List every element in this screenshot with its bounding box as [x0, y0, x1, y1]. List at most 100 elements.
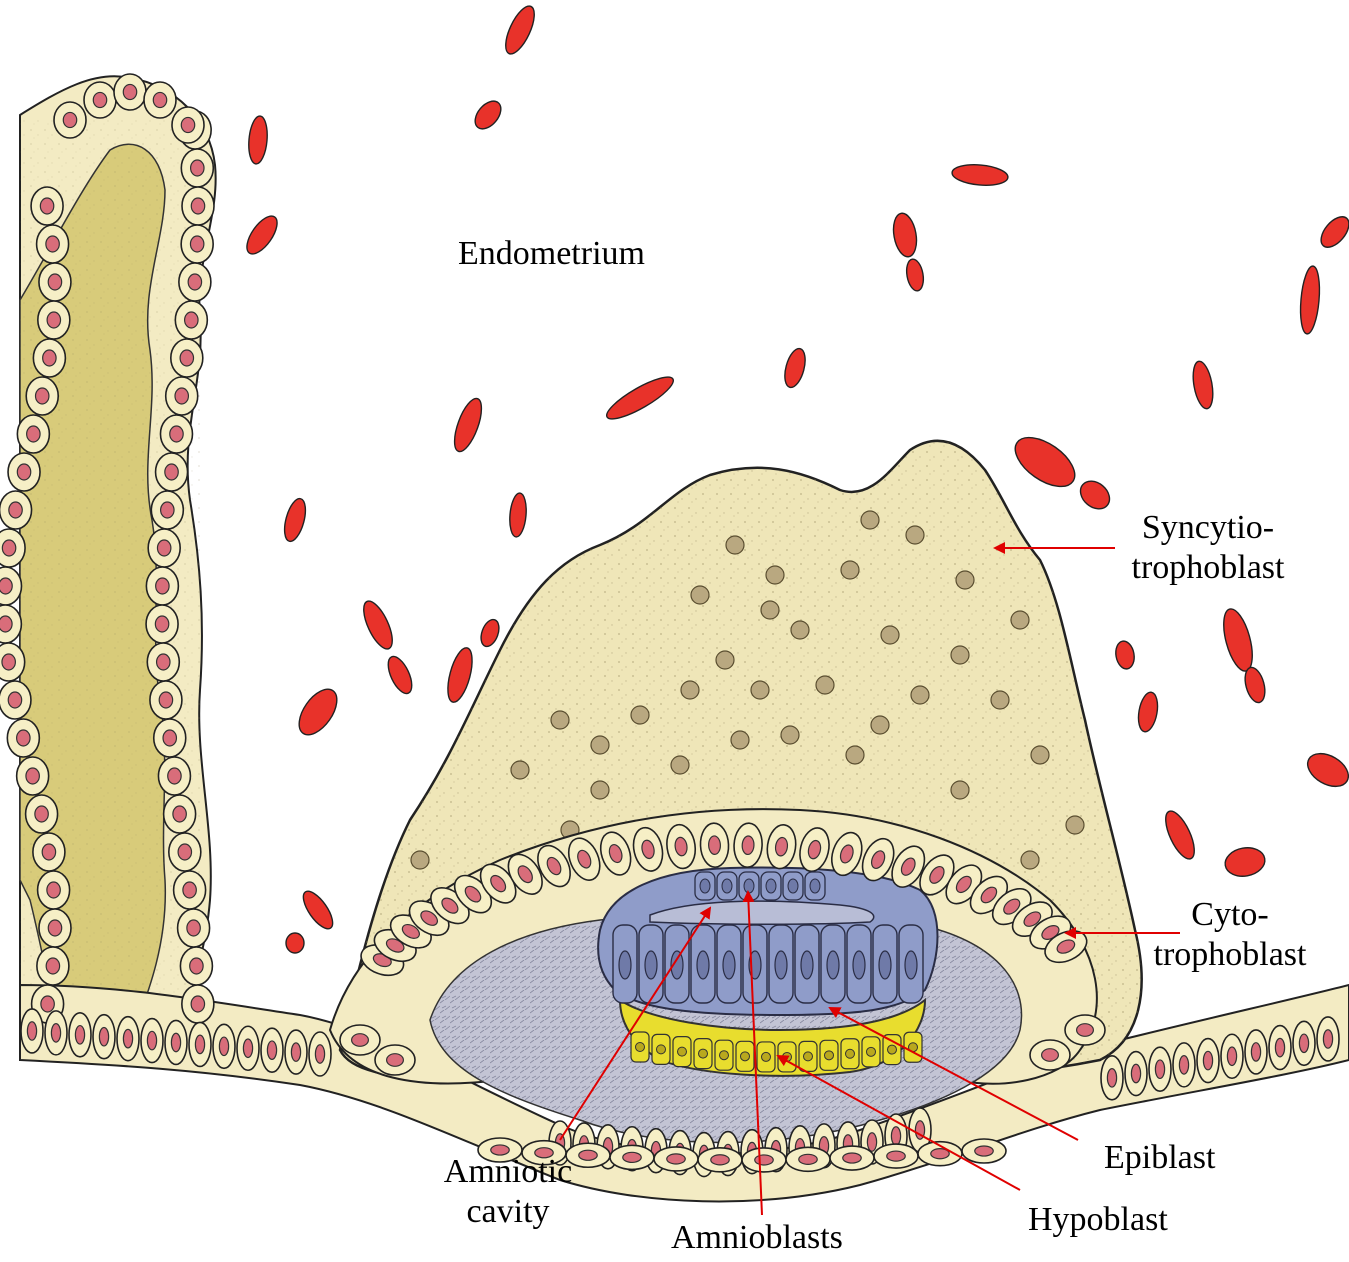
red-blood-cell [1298, 265, 1322, 334]
cell [17, 757, 49, 795]
hypoblast-cell [652, 1034, 670, 1064]
nucleus [180, 350, 193, 366]
syncytio-nucleus [911, 686, 929, 704]
red-blood-cell [443, 645, 477, 704]
nucleus [891, 1127, 900, 1145]
syncytio-nucleus [671, 756, 689, 774]
nucleus [291, 1043, 300, 1061]
nucleus [26, 768, 39, 784]
red-blood-cell [1302, 747, 1349, 793]
cell [38, 871, 70, 909]
syncytio-nucleus [906, 526, 924, 544]
red-blood-cell [449, 395, 487, 454]
red-blood-cell [781, 346, 809, 389]
cell [174, 871, 206, 909]
cell [237, 1026, 259, 1070]
nucleus [17, 730, 30, 746]
syncytio-nucleus [591, 781, 609, 799]
nucleus [123, 84, 136, 99]
cell [33, 833, 65, 871]
red-blood-cell [247, 115, 269, 164]
hypoblast-nucleus [741, 1052, 750, 1061]
syncytio-nucleus [511, 761, 529, 779]
red-blood-cell [904, 258, 925, 292]
syncytio-nucleus [766, 566, 784, 584]
nucleus [171, 1033, 180, 1051]
cell [150, 681, 182, 719]
syncytio-nucleus [951, 646, 969, 664]
nucleus [42, 844, 55, 860]
nucleus [43, 350, 56, 366]
nucleus [47, 882, 60, 898]
cell [37, 947, 69, 985]
nucleus [9, 502, 22, 518]
cell [285, 1030, 307, 1074]
nucleus [1107, 1069, 1116, 1087]
amnioblast-cell [695, 872, 715, 900]
red-blood-cell [383, 653, 416, 697]
hypoblast-cell [883, 1035, 901, 1065]
epiblast-nucleus [827, 951, 839, 979]
red-blood-cell [1190, 360, 1216, 410]
nucleus [36, 388, 49, 404]
syncytio-nucleus [726, 536, 744, 554]
cell [166, 377, 198, 415]
cell [146, 567, 178, 605]
nucleus [1077, 1024, 1094, 1037]
cell [84, 82, 116, 118]
syncytio-nucleus [881, 626, 899, 644]
cell [172, 107, 204, 143]
nucleus [183, 882, 196, 898]
cell [141, 1019, 163, 1063]
nucleus [48, 920, 61, 936]
nucleus [2, 540, 15, 556]
hypoblast-nucleus [867, 1047, 876, 1056]
cell [21, 1009, 43, 1053]
nucleus [1227, 1047, 1236, 1065]
nucleus [387, 1054, 404, 1067]
nucleus [1299, 1034, 1308, 1052]
syncytio-nucleus [846, 746, 864, 764]
amnioblast-cell [761, 872, 781, 900]
red-blood-cell [500, 2, 540, 58]
nucleus [243, 1039, 252, 1057]
cell [654, 1147, 698, 1171]
nucleus [170, 426, 183, 442]
nucleus [153, 92, 166, 107]
nucleus [667, 1154, 685, 1164]
cell [182, 187, 214, 225]
hypoblast-cell [715, 1040, 733, 1070]
syncytio-nucleus [841, 561, 859, 579]
nucleus [46, 236, 59, 252]
label-cyto-line2: trophoblast [1140, 935, 1320, 975]
red-blood-cell [890, 211, 919, 258]
nucleus [755, 1155, 773, 1165]
cell [39, 263, 71, 301]
nucleus [165, 464, 178, 480]
cell [1317, 1017, 1339, 1061]
amnioblast-nucleus [766, 879, 776, 893]
nucleus [623, 1152, 641, 1162]
cell [37, 225, 69, 263]
cell [261, 1028, 283, 1072]
cell [1149, 1047, 1171, 1091]
red-blood-cell [1007, 428, 1083, 496]
red-blood-cell [1218, 606, 1258, 674]
nucleus [1131, 1064, 1140, 1082]
nucleus [157, 540, 170, 556]
cell [7, 719, 39, 757]
cell [309, 1032, 331, 1076]
amnioblast-nucleus [788, 879, 798, 893]
cell [171, 339, 203, 377]
nucleus [1179, 1056, 1188, 1074]
cell [26, 795, 58, 833]
syncytio-nucleus [411, 851, 429, 869]
cell [169, 833, 201, 871]
cell [180, 947, 212, 985]
nucleus [887, 1151, 905, 1161]
cell [158, 757, 190, 795]
syncytio-nucleus [781, 726, 799, 744]
syncytio-nucleus [1011, 611, 1029, 629]
nucleus [178, 844, 191, 860]
